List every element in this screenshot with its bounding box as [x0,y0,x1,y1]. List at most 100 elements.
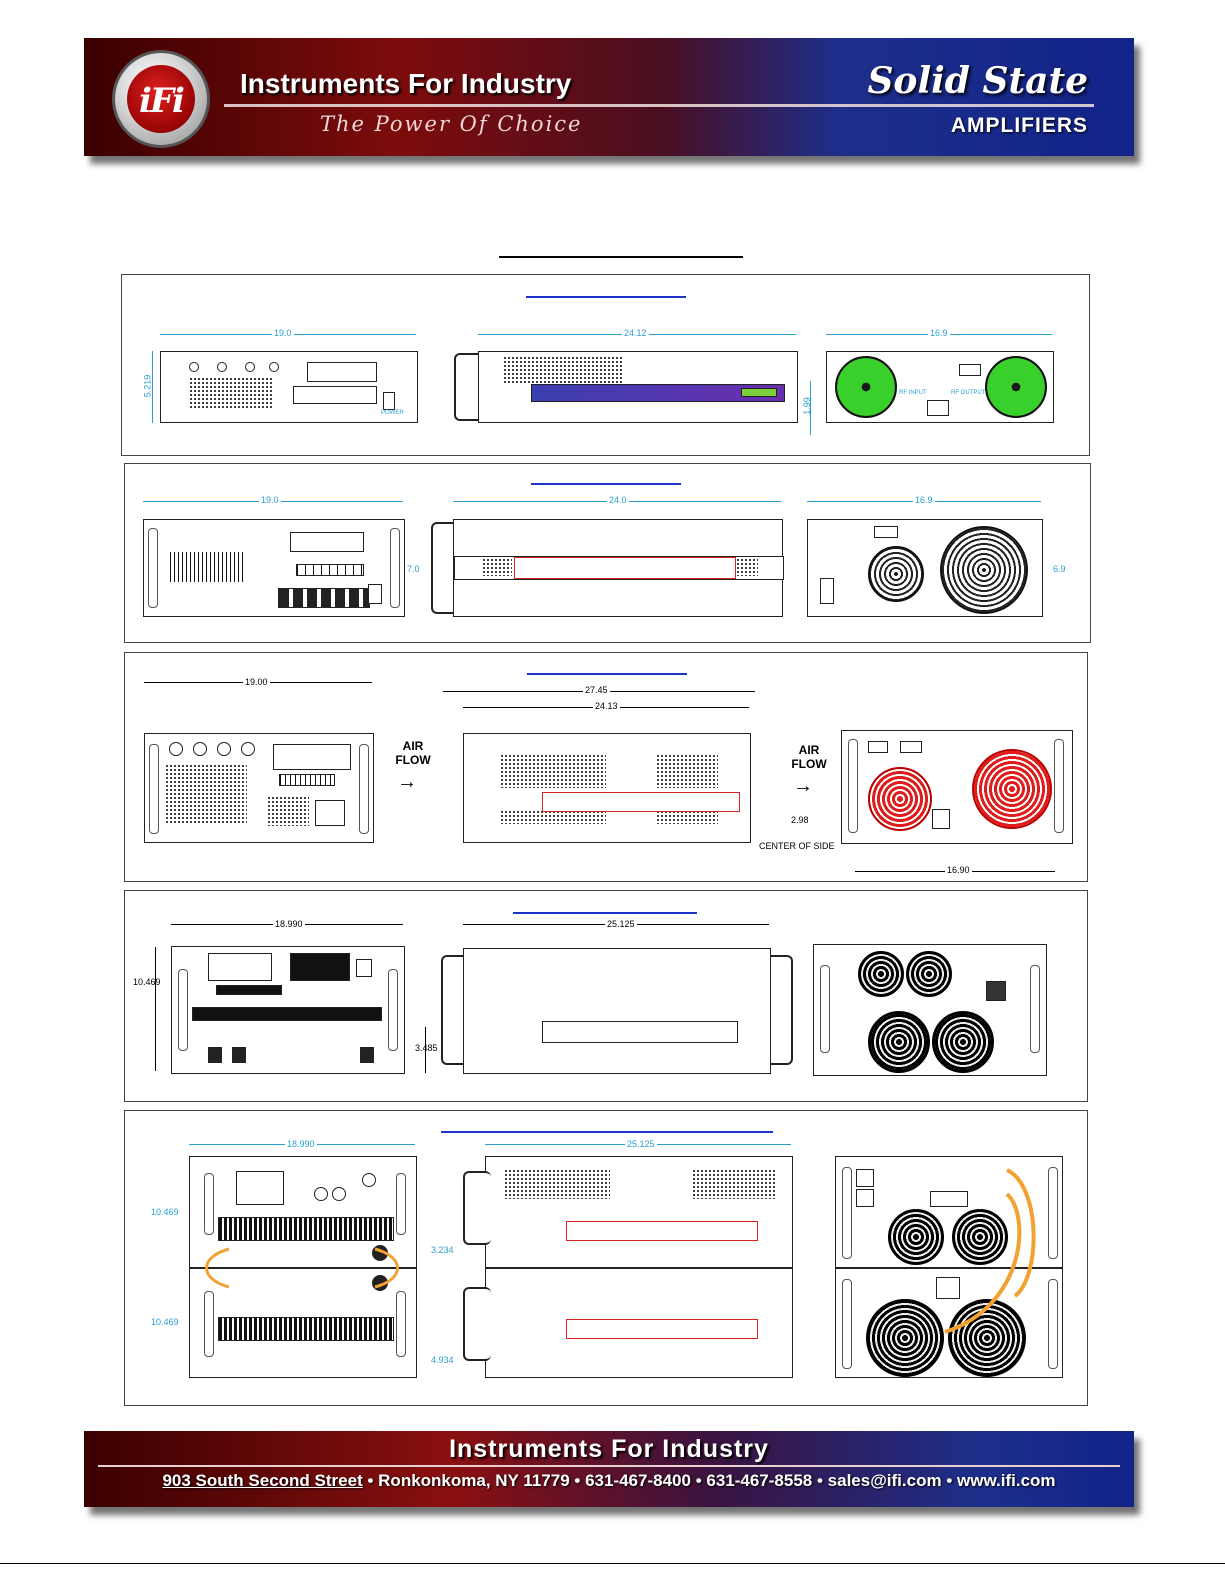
logo-text: iFi [139,81,185,121]
rear-width-dim-1: 16.9 [928,328,950,338]
side-view-5-top [485,1156,793,1268]
rear-fan-left-3 [868,767,932,831]
side-overall-dim-3: 27.45 [583,685,610,695]
front-width-dim-4: 18.990 [273,919,305,929]
front-switch-2 [368,584,382,604]
rear-rail-left-4 [820,965,830,1053]
panel-3-title-underline [527,673,687,675]
footer-sep-1: • [367,1471,374,1490]
footer-web[interactable]: www.ifi.com [957,1471,1056,1490]
front-heatsink-2 [170,552,244,582]
rear-rf-input-1: RF INPUT [899,390,927,396]
rear-fan-small-2 [868,546,924,602]
front-jack-4c [360,1047,374,1063]
banner-product-sub: AMPLIFIERS [950,114,1088,137]
footer-city: Ronkonkoma, NY 11779 [378,1471,570,1490]
rear-fan-1-5 [888,1209,944,1265]
footer-email[interactable]: sales@ifi.com [827,1471,942,1490]
rear-rail-left-5b [842,1279,852,1369]
drawing-panel-1: 19.0 5.219 POWER 24.12 1.99 16.9 RF INPU… [121,274,1090,456]
front-width-dim-3: 19.00 [243,677,270,687]
side-vent-bot-left-3 [500,810,606,824]
front-jack-4a [208,1047,222,1063]
side-view-1 [478,351,798,423]
footer-sep-2: • [574,1471,581,1490]
drawing-panel-2: 19.0 7.0 24.0 16.9 6.9 [124,463,1091,643]
rear-view-3 [841,730,1073,844]
rear-fan-left-1 [835,356,897,418]
side-vent-left-5 [504,1169,610,1199]
front-height-line-4 [155,947,156,1071]
rear-cable-5 [944,1168,1036,1334]
front-view-2 [143,519,405,617]
rear-view-1: RF INPUT RF OUTPUT [826,351,1054,423]
side-offset-dim-1: 1.99 [801,397,812,415]
ifi-logo: iFi [112,50,210,148]
rear-connector-2 [927,400,949,416]
rear-rail-left-3 [848,739,858,833]
rear-rail-left-5a [842,1167,852,1259]
rear-connector-3b [900,741,922,753]
side-plate-4 [542,1021,738,1043]
front-rail-left-5b [204,1291,214,1357]
front-knob-5b [332,1187,346,1201]
power-switch-1 [383,392,395,410]
side-handle-5a [463,1171,491,1245]
front-rail-left-2 [148,528,158,608]
front-knob-3c [217,742,231,756]
front-knob-4 [269,362,279,372]
front-cable-5 [205,1247,399,1289]
rear-rail-right-5b [1048,1279,1058,1369]
panel-2-title-underline [531,483,681,485]
footer-divider [98,1465,1120,1467]
drawing-panel-3: 19.00 AIR FLOW → 27.45 24.13 2.98 CENTER… [124,652,1088,882]
side-vent-top-left-3 [500,754,606,788]
side-depth-dim-5: 25.125 [625,1139,657,1149]
front-knob-5a [314,1187,328,1201]
rear-label-box-5 [930,1191,968,1207]
footer-address: 903 South Second Street [162,1471,363,1490]
front-knob-3b [193,742,207,756]
front-height-bottom-dim-5: 10.469 [151,1317,179,1327]
footer-banner: Instruments For Industry 903 South Secon… [84,1431,1134,1507]
footer-contact-line: 903 South Second Street • Ronkonkoma, NY… [84,1471,1134,1491]
front-width-dim: 19.0 [272,328,294,338]
page-title-underline [499,256,743,258]
front-view-1: POWER [160,351,418,423]
side-handle-5b [463,1287,491,1361]
front-height-dim-4: 10.469 [133,977,161,987]
side-hatch-right-2 [736,558,758,576]
drawing-panel-4: 18.990 10.469 25.125 3.485 [124,890,1088,1102]
rear-fan-large-2 [940,526,1028,614]
side-depth-dim-2: 24.0 [607,495,629,505]
front-keypad-2 [296,564,364,576]
side-redbox-5a [566,1221,758,1241]
front-buttons-2 [278,588,370,608]
side-offset-top-dim-5: 3.234 [431,1245,454,1255]
footer-fax: 631-467-8558 [706,1471,813,1490]
front-knob-2 [217,362,227,372]
front-display-4 [208,953,272,981]
side-view-2 [453,519,784,617]
panel-1-title-underline [526,296,686,298]
side-tag-1 [741,388,777,397]
front-terminal-3 [315,800,345,826]
rear-fan-2-4 [906,951,952,997]
rear-view-4 [813,944,1047,1076]
side-view-5-bottom [485,1268,793,1378]
side-hatch-left-2 [482,558,512,576]
rear-connector-5b [856,1189,874,1207]
front-switch-4 [356,959,372,977]
air-flow-arrow-left: → [397,771,417,793]
front-height-dim: 5.219 [142,374,153,398]
rear-fan-3-5 [866,1299,944,1377]
rear-fan-right-1 [985,356,1047,418]
logo-inner-circle: iFi [127,65,195,133]
front-view-3 [144,733,374,843]
side-vent-bot-right-3 [656,810,718,824]
side-offset-dim-3: 2.98 [791,815,809,825]
front-rail-right-5a [396,1173,406,1235]
rear-power-4 [986,981,1006,1001]
rear-connector-3a [868,741,888,753]
front-grille-3 [165,764,247,824]
